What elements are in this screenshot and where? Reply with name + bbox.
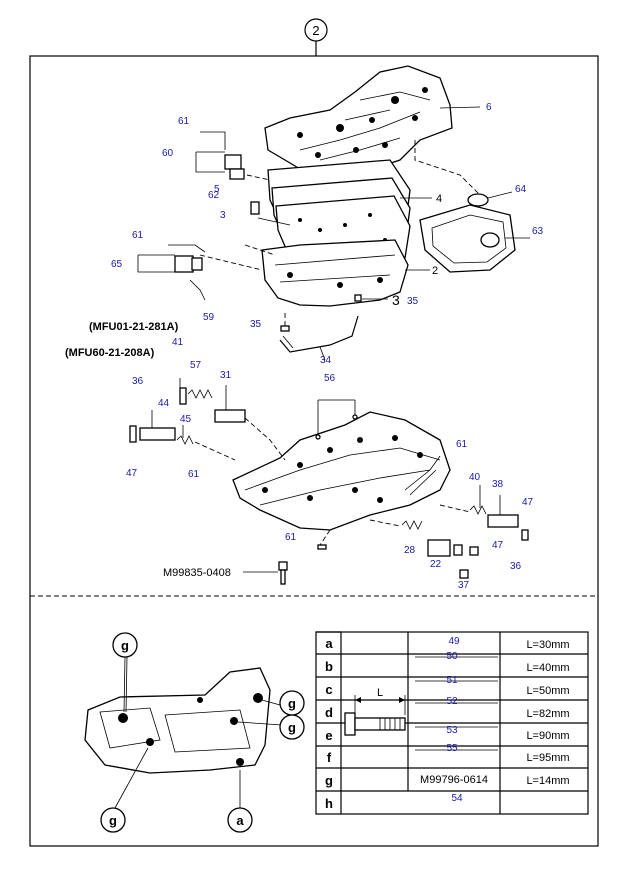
bolt-location-view bbox=[84, 656, 283, 810]
label-59: 59 bbox=[203, 312, 215, 323]
screw-3 bbox=[250, 201, 260, 215]
group-number-callout: 2 bbox=[304, 18, 328, 56]
upper-valve-body bbox=[264, 65, 453, 179]
bolt-table: L bbox=[315, 631, 589, 815]
spool-valve-bottom bbox=[401, 520, 479, 579]
label-61b: 61 bbox=[132, 230, 144, 241]
oil-pipe bbox=[279, 315, 359, 353]
dimension-label: L bbox=[377, 687, 383, 699]
label-47a: 47 bbox=[126, 468, 138, 479]
label-62: 62 bbox=[208, 190, 220, 201]
spool-valve-middle bbox=[129, 425, 194, 445]
label-61d: 61 bbox=[456, 439, 468, 450]
oil-strainer bbox=[419, 204, 516, 273]
label-64: 64 bbox=[515, 184, 527, 195]
spool-valve-left bbox=[179, 378, 246, 423]
table-numbers: 49 50 51 52 53 55 M99796-0614 54 bbox=[420, 636, 488, 804]
label-38: 38 bbox=[492, 479, 504, 490]
part-code-bolt: M99835-0408 bbox=[163, 567, 231, 579]
label-35a: 35 bbox=[407, 296, 419, 307]
callout-g4: g bbox=[109, 813, 117, 828]
label-36b: 36 bbox=[510, 561, 522, 572]
row-letter-h: h bbox=[325, 796, 333, 811]
label-5: 5 bbox=[214, 184, 220, 195]
label-35b: 35 bbox=[250, 319, 262, 330]
part-code-2: (MFU60-21-208A) bbox=[65, 347, 155, 359]
label-3: 3 bbox=[220, 210, 226, 221]
label-40: 40 bbox=[469, 472, 481, 483]
row-length-b: L=40mm bbox=[526, 662, 569, 674]
row-length-g: L=14mm bbox=[526, 775, 569, 787]
callout-a1: a bbox=[236, 813, 244, 828]
part-code-1: (MFU01-21-281A) bbox=[89, 321, 179, 333]
label-57: 57 bbox=[190, 360, 202, 371]
label-36a: 36 bbox=[132, 376, 144, 387]
label-47c: 47 bbox=[492, 540, 504, 551]
label-31: 31 bbox=[220, 370, 232, 381]
row-length-e: L=90mm bbox=[526, 730, 569, 742]
row-letter-g: g bbox=[325, 773, 333, 788]
label-63: 63 bbox=[532, 226, 544, 237]
label-47b: 47 bbox=[522, 497, 534, 508]
row-letter-d: d bbox=[325, 705, 333, 720]
row-number-b: 50 bbox=[446, 651, 458, 662]
table-letters: a b c d e f g h bbox=[325, 636, 333, 811]
row-number-c: 51 bbox=[446, 675, 458, 686]
row-number-a: 49 bbox=[448, 636, 460, 647]
label-60: 60 bbox=[162, 148, 174, 159]
label-3b: 3 bbox=[392, 292, 400, 308]
label-22: 22 bbox=[430, 559, 442, 570]
label-61c: 61 bbox=[188, 469, 200, 480]
row-letter-f: f bbox=[327, 750, 332, 765]
solenoid-lower bbox=[137, 244, 206, 301]
callout-g3: g bbox=[288, 720, 296, 735]
row-length-c: L=50mm bbox=[526, 685, 569, 697]
callout-g1: g bbox=[121, 638, 129, 653]
diagram-frame bbox=[29, 55, 599, 847]
label-34: 34 bbox=[320, 355, 332, 366]
solenoid-upper bbox=[195, 131, 245, 180]
label-44: 44 bbox=[158, 398, 170, 409]
row-length-a: L=30mm bbox=[526, 639, 569, 651]
row-letter-a: a bbox=[325, 636, 333, 651]
row-letter-e: e bbox=[325, 728, 332, 743]
o-ring bbox=[467, 193, 489, 207]
label-2: 2 bbox=[432, 265, 438, 277]
lower-valve-body bbox=[261, 239, 409, 307]
group-number: 2 bbox=[312, 23, 319, 38]
label-56: 56 bbox=[324, 373, 336, 384]
label-4: 4 bbox=[436, 193, 442, 205]
row-letter-c: c bbox=[325, 682, 332, 697]
callout-circles bbox=[100, 632, 305, 833]
label-41: 41 bbox=[172, 337, 184, 348]
label-6: 6 bbox=[486, 102, 492, 113]
table-lengths: L=30mm L=40mm L=50mm L=82mm L=90mm L=95m… bbox=[526, 639, 569, 787]
row-length-d: L=82mm bbox=[526, 708, 569, 720]
diagram-labels: 6 61 60 5 62 4 64 3 63 61 65 2 3 35 59 3… bbox=[65, 102, 544, 591]
label-61a: 61 bbox=[178, 116, 190, 127]
bolt-m99835 bbox=[278, 561, 288, 585]
row-number-e: 53 bbox=[446, 725, 458, 736]
callout-g2: g bbox=[288, 696, 296, 711]
label-28: 28 bbox=[404, 545, 416, 556]
label-61e: 61 bbox=[285, 532, 297, 543]
label-37: 37 bbox=[458, 580, 470, 591]
bolt-dimension-sketch bbox=[344, 695, 406, 736]
row-letter-b: b bbox=[325, 659, 333, 674]
spool-valve-right bbox=[469, 505, 529, 541]
row-number-g: M99796-0614 bbox=[420, 774, 488, 786]
row-number-d: 52 bbox=[446, 696, 458, 707]
row-number-h: 54 bbox=[451, 793, 463, 804]
label-65: 65 bbox=[111, 259, 123, 270]
row-length-f: L=95mm bbox=[526, 752, 569, 764]
main-valve-body bbox=[232, 411, 451, 531]
row-number-f: 55 bbox=[446, 743, 458, 754]
label-45: 45 bbox=[180, 414, 192, 425]
